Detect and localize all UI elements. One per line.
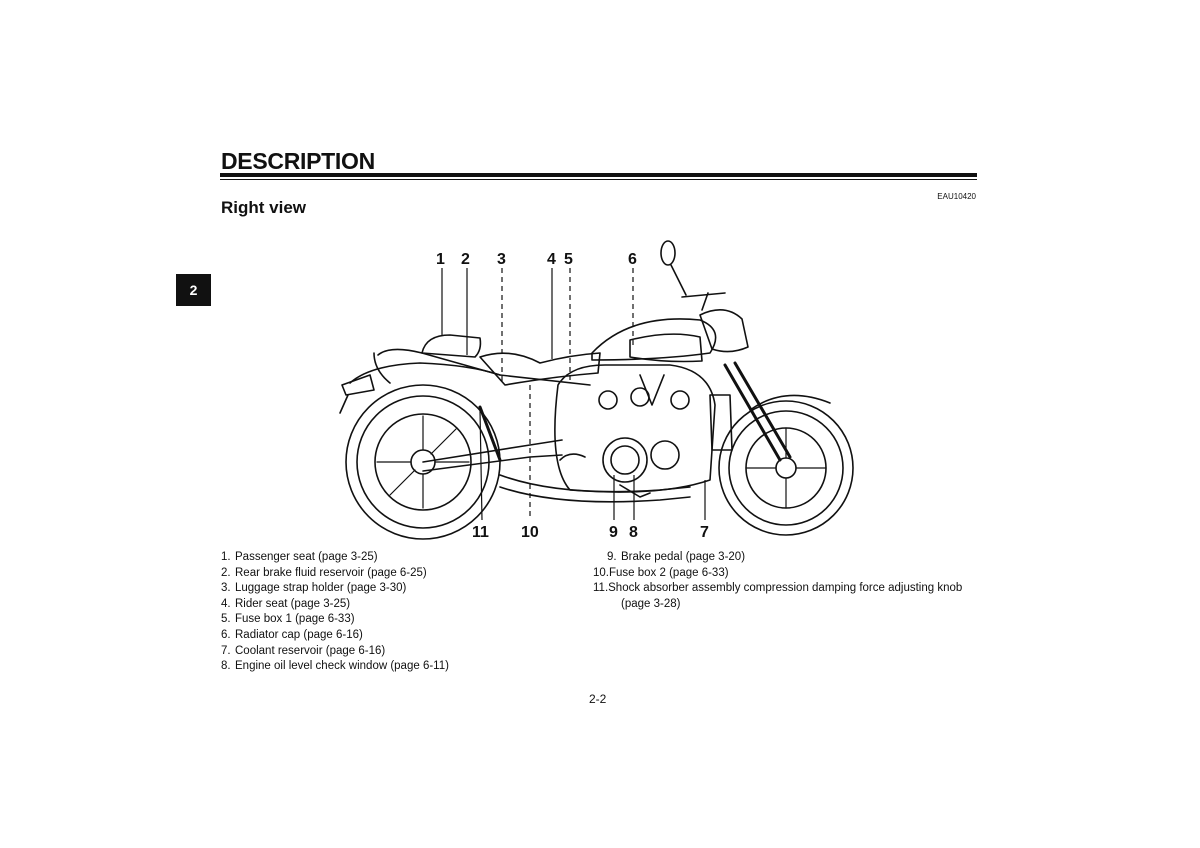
- list-item: 4.Rider seat (page 3-25): [221, 597, 351, 610]
- air-intake: [629, 333, 703, 363]
- engine-cover-round: [602, 437, 648, 483]
- front-tire-inner: [728, 410, 844, 526]
- passenger-seat-shape: [421, 334, 482, 358]
- brake-pedal: [619, 484, 651, 498]
- list-item: 8.Engine oil level check window (page 6-…: [221, 660, 449, 673]
- rear-fender: [349, 362, 501, 384]
- exhaust-pipe: [499, 474, 691, 493]
- parts-list-left: 1.Passenger seat (page 3-25) 2.Rear brak…: [221, 550, 581, 675]
- section-subtitle: Right view: [221, 198, 307, 217]
- rear-tire-outer: [345, 384, 501, 540]
- swingarm: [422, 439, 563, 463]
- callout-2: 2: [461, 251, 470, 268]
- list-item: 11.Shock absorber assembly compression d…: [593, 582, 963, 610]
- motorcycle-illustration: 1 2 3 4 5 6 11 10 9 8 7: [330, 235, 870, 545]
- parts-list-right: 9.Brake pedal (page 3-20) 10.Fuse box 2 …: [593, 550, 979, 612]
- fuel-tank: [591, 318, 717, 361]
- callout-6: 6: [628, 251, 637, 268]
- v-engine-cylinders: [639, 374, 665, 406]
- headlight-cowl: [699, 309, 749, 353]
- title-rule-thin: [220, 179, 977, 180]
- list-item: 6.Radiator cap (page 6-16): [221, 628, 363, 641]
- tail-light: [341, 374, 375, 396]
- shock-absorber: [478, 405, 502, 462]
- callout-1: 1: [436, 251, 445, 268]
- callout-3: 3: [497, 251, 506, 268]
- callout-10: 10: [521, 524, 539, 541]
- engine-block: [554, 364, 716, 493]
- leader-lines: [441, 268, 706, 521]
- title-rule-thick: [220, 173, 977, 177]
- engine-pulley: [650, 440, 680, 470]
- list-item: 2.Rear brake fluid reservoir (page 6-25): [221, 566, 427, 579]
- front-tire-outer: [718, 400, 854, 536]
- document-code: EAU10420: [937, 192, 976, 201]
- mirror: [660, 240, 676, 266]
- callout-7: 7: [700, 524, 709, 541]
- list-item: 1.Passenger seat (page 3-25): [221, 551, 378, 563]
- rear-rim: [374, 413, 472, 511]
- page-number: 2-2: [589, 692, 607, 706]
- motorcycle-drawing: 1 2 3 4 5 6 11 10 9 8 7: [339, 240, 854, 541]
- chapter-tab: 2: [176, 274, 211, 306]
- page-title: DESCRIPTION: [221, 148, 375, 174]
- front-fender: [749, 394, 831, 411]
- front-fork: [723, 363, 782, 462]
- callout-5: 5: [564, 251, 573, 268]
- callout-4: 4: [547, 251, 556, 268]
- list-item: 9.Brake pedal (page 3-20): [607, 551, 746, 563]
- list-item: 10.Fuse box 2 (page 6-33): [593, 566, 729, 579]
- callout-9: 9: [609, 524, 618, 541]
- list-item: 7.Coolant reservoir (page 6-16): [221, 644, 386, 657]
- handlebar: [681, 292, 726, 298]
- callout-8: 8: [629, 524, 638, 541]
- callout-11: 11: [472, 524, 489, 541]
- list-item: 5.Fuse box 1 (page 6-33): [221, 613, 355, 626]
- list-item: 3.Luggage strap holder (page 3-30): [221, 582, 407, 595]
- radiator: [709, 394, 733, 451]
